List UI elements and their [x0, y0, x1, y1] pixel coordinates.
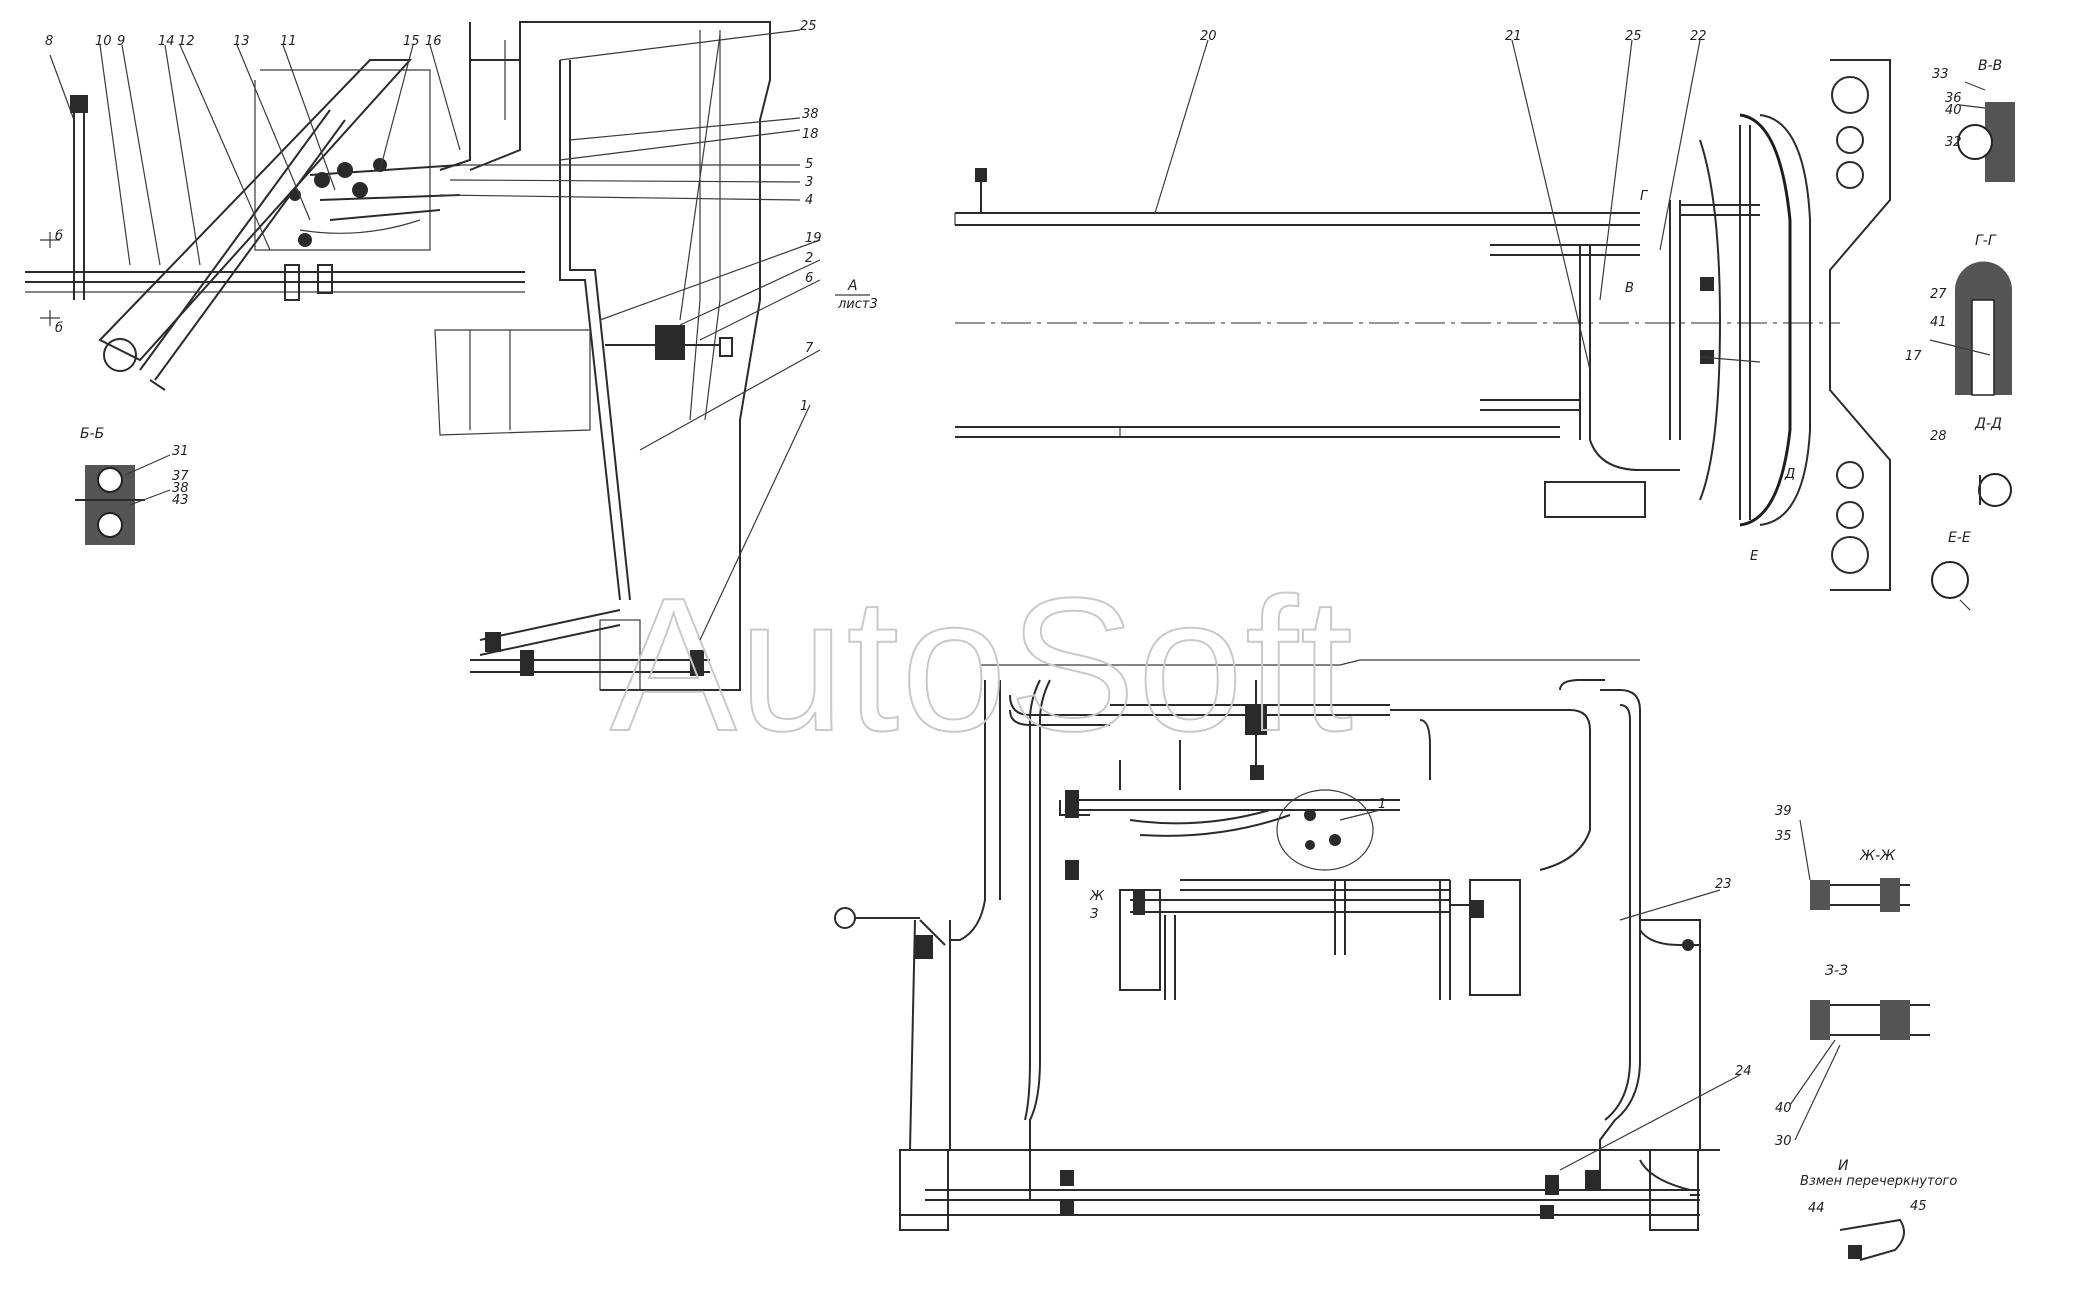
section-mark-v: В [1625, 281, 1634, 296]
callout-3: 3 [805, 175, 813, 190]
section-gg-title: Г-Г [1975, 233, 1997, 249]
callout-31: 31 [172, 444, 189, 459]
callout-12: 12 [178, 34, 195, 49]
callout-25-left: 25 [800, 19, 817, 34]
callout-33: 33 [1932, 67, 1949, 82]
watermark: AutoSoft [610, 559, 1355, 771]
callout-41: 41 [1930, 315, 1947, 330]
callout-39: 39 [1775, 804, 1792, 819]
section-mark-zh: Ж [1089, 889, 1105, 904]
callout-11: 11 [280, 34, 297, 49]
bottom-view-callouts: 23 24 1 Ж З Ж-Ж 39 35 З-З 40 30 И Взмен … [1089, 797, 1957, 1216]
section-mark-z: З [1090, 907, 1098, 922]
callout-40: 40 [1945, 103, 1962, 118]
section-mark-d: Д [1784, 467, 1795, 482]
callout-23: 23 [1715, 877, 1732, 892]
view-i-note: Взмен перечеркнутого [1800, 1174, 1957, 1189]
callout-8: 8 [45, 34, 53, 49]
section-zz-title: З-З [1825, 963, 1848, 979]
section-mark-e: Е [1750, 549, 1759, 564]
section-mark-g: Г [1640, 189, 1649, 204]
callout-5: 5 [805, 157, 813, 172]
bottom-front-view [834, 659, 1930, 1261]
section-vv-title: В-В [1978, 58, 2002, 74]
callout-36: 36 [1945, 91, 1962, 106]
callout-22: 22 [1690, 29, 1707, 44]
section-dd-title: Д-Д [1974, 416, 2002, 432]
callout-32: 32 [1945, 135, 1962, 150]
callout-15: 15 [403, 34, 420, 49]
callout-21: 21 [1505, 29, 1522, 44]
view-a-note: лист3 [837, 297, 878, 312]
right-top-plan-view [954, 59, 2015, 611]
callout-38: 38 [802, 107, 819, 122]
callout-17: 17 [1905, 349, 1922, 364]
callout-37: 37 [172, 469, 189, 484]
callout-45: 45 [1910, 1199, 1927, 1214]
callout-27: 27 [1930, 287, 1947, 302]
callout-35: 35 [1775, 829, 1792, 844]
section-ee-title: Е-Е [1948, 530, 1971, 546]
right-view-callouts: 20 21 25 22 17 В-В 33 36 40 32 Г-Г 27 41… [1154, 29, 2002, 564]
section-mark-b-top: б [55, 229, 63, 244]
callout-7: 7 [805, 341, 814, 356]
callout-10: 10 [95, 34, 112, 49]
callout-19: 19 [805, 231, 822, 246]
section-mark-b-bottom: б [55, 321, 63, 336]
callout-25-right: 25 [1625, 29, 1642, 44]
callout-38-bb: 38 [172, 481, 189, 496]
callout-28: 28 [1930, 429, 1947, 444]
callout-1-bottom: 1 [1378, 797, 1386, 812]
callout-6: 6 [805, 271, 813, 286]
callout-9: 9 [117, 34, 125, 49]
callout-16: 16 [425, 34, 442, 49]
callout-43: 43 [172, 493, 189, 508]
view-a-label: А [847, 278, 858, 294]
callout-4: 4 [805, 193, 813, 208]
callout-44: 44 [1808, 1201, 1825, 1216]
view-i-label: И [1838, 1158, 1849, 1174]
callout-18: 18 [802, 127, 819, 142]
left-view-callouts: 8 10 9 14 12 13 11 15 16 25 38 18 5 3 4 … [45, 19, 878, 641]
callout-40-zz: 40 [1775, 1101, 1792, 1116]
callout-30: 30 [1775, 1134, 1792, 1149]
callout-20: 20 [1200, 29, 1217, 44]
section-bb-title: Б-Б [80, 426, 104, 442]
callout-14: 14 [158, 34, 175, 49]
callout-1: 1 [800, 399, 808, 414]
callout-13: 13 [233, 34, 250, 49]
callout-2: 2 [805, 251, 813, 266]
callout-24: 24 [1735, 1064, 1752, 1079]
section-zhzh-title: Ж-Ж [1859, 848, 1896, 864]
